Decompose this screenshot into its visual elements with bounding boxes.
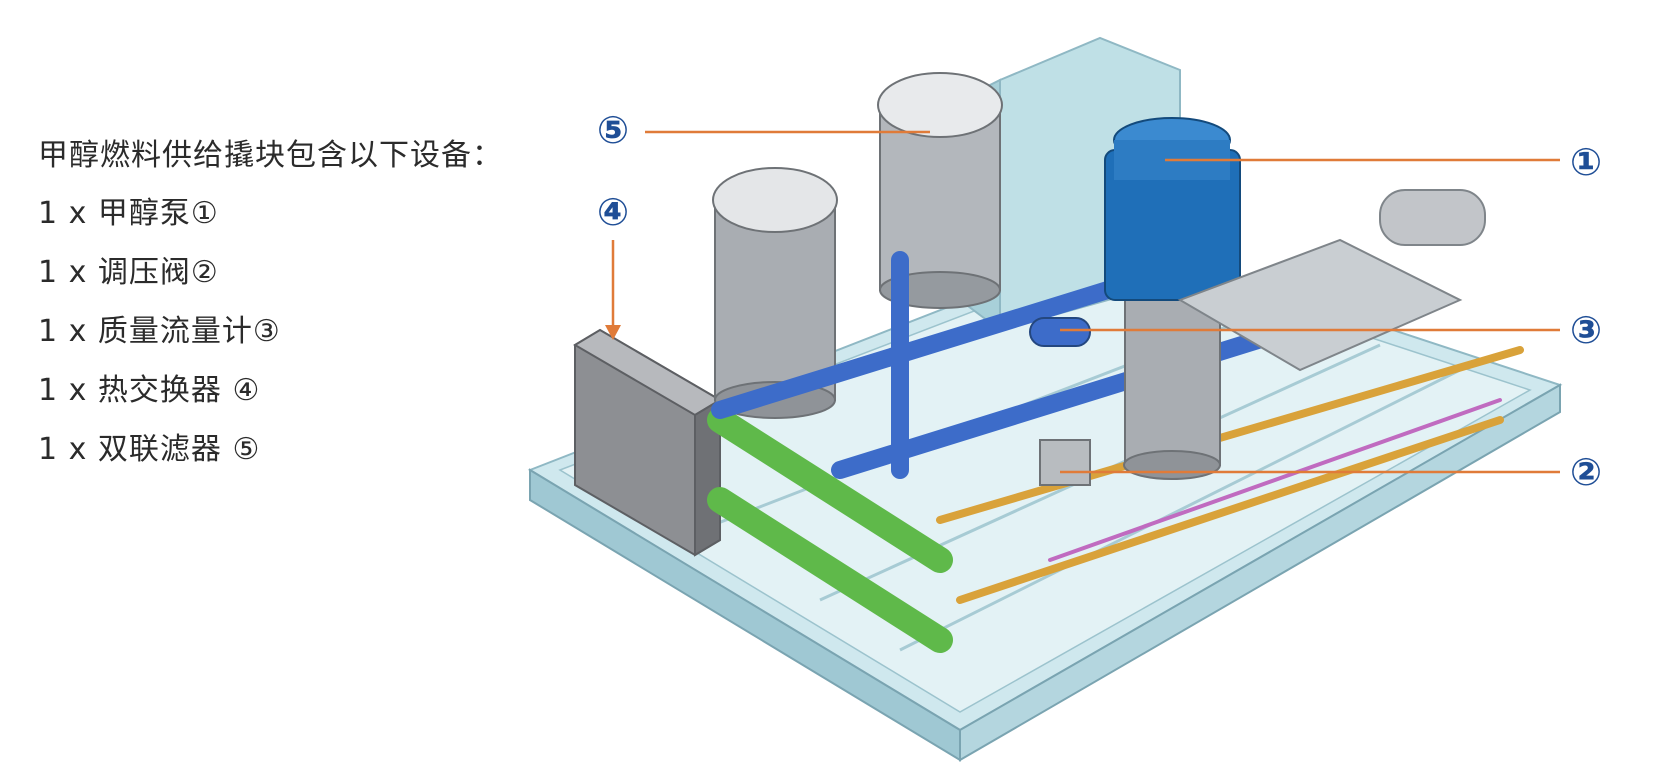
heat-exchanger — [573, 328, 722, 557]
equipment-item-flow-meter: 1 x 质量流量计③ — [38, 314, 281, 349]
pressure-regulating-valve — [1039, 439, 1091, 486]
callout-2: ② — [1570, 450, 1603, 494]
callout-3: ③ — [1570, 308, 1603, 352]
actuator-valve — [1379, 189, 1486, 246]
equipment-item-pressure-valve: 1 x 调压阀② — [38, 255, 219, 290]
mass-flow-meter — [1029, 317, 1091, 347]
leader-arrow-4 — [605, 325, 621, 340]
callout-5: ⑤ — [597, 108, 630, 152]
cooler-grid — [1177, 238, 1463, 372]
equipment-item-heat-exchanger: 1 x 热交换器 ④ — [38, 373, 261, 408]
methanol-pump — [1104, 117, 1241, 480]
equipment-list-title: 甲醇燃料供给撬块包含以下设备： — [38, 138, 503, 173]
equipment-item-duplex-filter: 1 x 双联滤器 ⑤ — [38, 432, 261, 467]
equipment-item-pump: 1 x 甲醇泵① — [38, 196, 219, 231]
callout-1: ① — [1570, 140, 1603, 184]
leader-lines — [605, 130, 1560, 474]
callout-4: ④ — [597, 190, 630, 234]
duplex-filter — [712, 72, 1003, 419]
equipment-list: 甲醇燃料供给撬块包含以下设备： 1 x 甲醇泵① 1 x 调压阀② 1 x 质量… — [38, 136, 503, 489]
